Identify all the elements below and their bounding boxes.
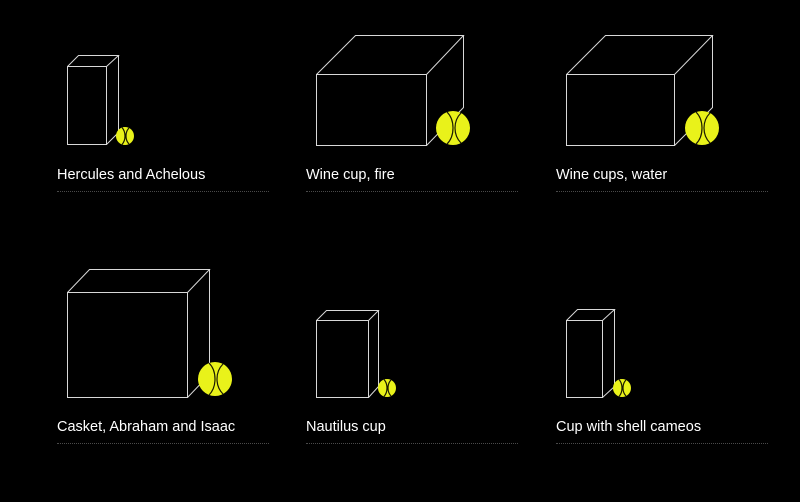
tennis-ball-icon xyxy=(378,379,396,397)
divider xyxy=(57,443,269,444)
object-card-cup-with-shell-cameos[interactable]: Cup with shell cameos xyxy=(556,252,768,502)
box-outline-icon xyxy=(316,310,380,398)
box-outline-icon xyxy=(67,269,211,398)
tennis-ball-icon xyxy=(198,362,232,396)
size-comparison-figure xyxy=(67,269,232,398)
size-comparison-figure xyxy=(316,310,396,398)
object-title[interactable]: Wine cup, fire xyxy=(306,167,395,183)
box-outline-icon xyxy=(566,309,616,398)
object-title[interactable]: Casket, Abraham and Isaac xyxy=(57,419,236,435)
tennis-ball-icon xyxy=(436,111,470,145)
object-card-casket-abraham-and-isaac[interactable]: Casket, Abraham and Isaac xyxy=(57,252,269,502)
object-card-wine-cup-fire[interactable]: Wine cup, fire xyxy=(306,0,518,250)
object-card-hercules-and-achelous[interactable]: Hercules and Achelous xyxy=(57,0,269,250)
object-card-nautilus-cup[interactable]: Nautilus cup xyxy=(306,252,518,502)
tennis-ball-icon xyxy=(613,379,631,397)
box-outline-icon xyxy=(67,55,120,145)
divider xyxy=(306,191,518,192)
divider xyxy=(57,191,269,192)
size-comparison-figure xyxy=(566,35,719,146)
divider xyxy=(556,191,768,192)
object-title[interactable]: Cup with shell cameos xyxy=(556,419,702,435)
object-title[interactable]: Wine cups, water xyxy=(556,167,668,183)
tennis-ball-icon xyxy=(116,127,134,145)
size-comparison-figure xyxy=(67,55,134,145)
tennis-ball-icon xyxy=(685,111,719,145)
divider xyxy=(556,443,768,444)
object-title[interactable]: Hercules and Achelous xyxy=(57,167,206,183)
divider xyxy=(306,443,518,444)
size-comparison-figure xyxy=(316,35,470,146)
size-comparison-figure xyxy=(566,309,631,398)
object-title[interactable]: Nautilus cup xyxy=(306,419,386,435)
object-card-wine-cups-water[interactable]: Wine cups, water xyxy=(556,0,768,250)
object-size-grid: Hercules and Achelous Wine cup, fire xyxy=(57,0,768,444)
